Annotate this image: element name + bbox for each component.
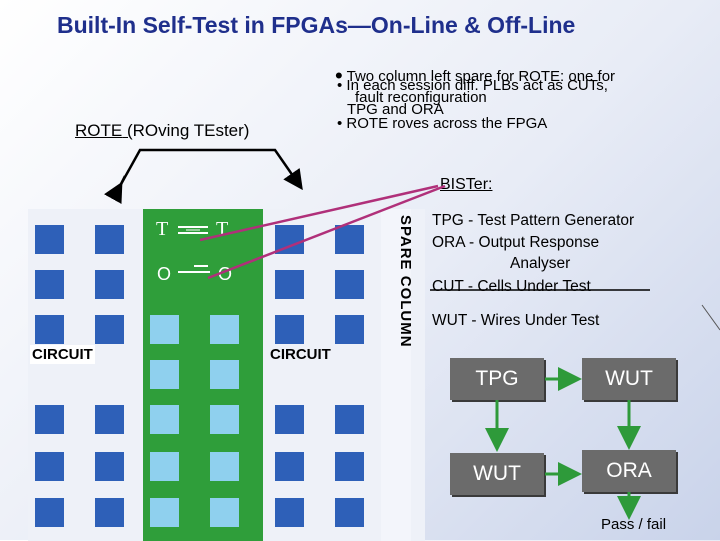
- plb-cell: [95, 452, 124, 481]
- plb-cell: [95, 405, 124, 434]
- plb-cell: [275, 315, 304, 344]
- ora-box: ORA: [582, 450, 676, 492]
- plb-cell: [35, 225, 64, 254]
- rote-cell: [150, 360, 179, 389]
- spare-column: [381, 209, 411, 541]
- plb-cell: [335, 452, 364, 481]
- plb-cell: [35, 315, 64, 344]
- plb-cell: [335, 270, 364, 299]
- circuit-label-right: CIRCUIT: [270, 346, 331, 363]
- plb-cell: [35, 498, 64, 527]
- plb-cell: [275, 498, 304, 527]
- def-wut: WUT - Wires Under Test: [432, 312, 600, 329]
- plb-cell: [35, 270, 64, 299]
- plb-cell: [275, 270, 304, 299]
- rote-cell: [150, 405, 179, 434]
- plb-cell: [275, 452, 304, 481]
- plb-cell: [335, 225, 364, 254]
- bullet-1-cont: fault reconfiguration: [355, 89, 487, 106]
- plb-cell: [95, 270, 124, 299]
- slide-title: Built-In Self-Test in FPGAs—On-Line & Of…: [57, 12, 576, 38]
- bullet-overlap: • In each session diff. PLBs act as CUTs…: [337, 77, 608, 94]
- bullet-2: • ROTE roves across the FPGA: [337, 115, 548, 132]
- plb-cell: [275, 405, 304, 434]
- rote-cell: [210, 405, 239, 434]
- plb-cell: [95, 315, 124, 344]
- bullet-1-cont2: TPG and ORA: [347, 101, 444, 118]
- plb-cell: [335, 498, 364, 527]
- bister-label: BISTer:: [440, 176, 493, 193]
- spare-column-label: SPARE COLUMN: [397, 215, 414, 348]
- rote-bracket-left: [118, 175, 127, 187]
- rote-cell: [210, 315, 239, 344]
- plb-cell: [335, 315, 364, 344]
- rote-cell: [150, 498, 179, 527]
- rote-cell: [210, 498, 239, 527]
- plb-cell: [35, 452, 64, 481]
- plb-cell: [35, 405, 64, 434]
- rote-cell: [210, 360, 239, 389]
- plb-cell: [95, 225, 124, 254]
- wut-box-top: WUT: [582, 358, 676, 400]
- tpg-box: TPG: [450, 358, 544, 400]
- bullet-1: • Two column left spare for ROTE: one fo…: [335, 63, 616, 88]
- pass-fail-label: Pass / fail: [601, 516, 667, 533]
- plb-cell: [335, 405, 364, 434]
- wut-box-bottom: WUT: [450, 453, 544, 495]
- pointer-line-2: [207, 184, 446, 280]
- def-tpg: TPG - Test Pattern Generator: [432, 212, 635, 229]
- def-ora-cont: Analyser: [510, 255, 571, 272]
- rote-label: ROTE (ROving TEster): [75, 121, 250, 140]
- rote-cell: [150, 452, 179, 481]
- pointer-line-1: [199, 184, 439, 242]
- plb-cell: [95, 498, 124, 527]
- rote-cell: [150, 315, 179, 344]
- def-ora: ORA - Output Response: [432, 234, 600, 251]
- ora-o-left: O: [157, 264, 172, 284]
- rote-bracket: [103, 148, 303, 204]
- circuit-label-left: CIRCUIT: [30, 345, 95, 364]
- tpg-t-left: T: [156, 218, 169, 240]
- bullet-dot: •: [335, 63, 343, 88]
- rote-cell: [210, 452, 239, 481]
